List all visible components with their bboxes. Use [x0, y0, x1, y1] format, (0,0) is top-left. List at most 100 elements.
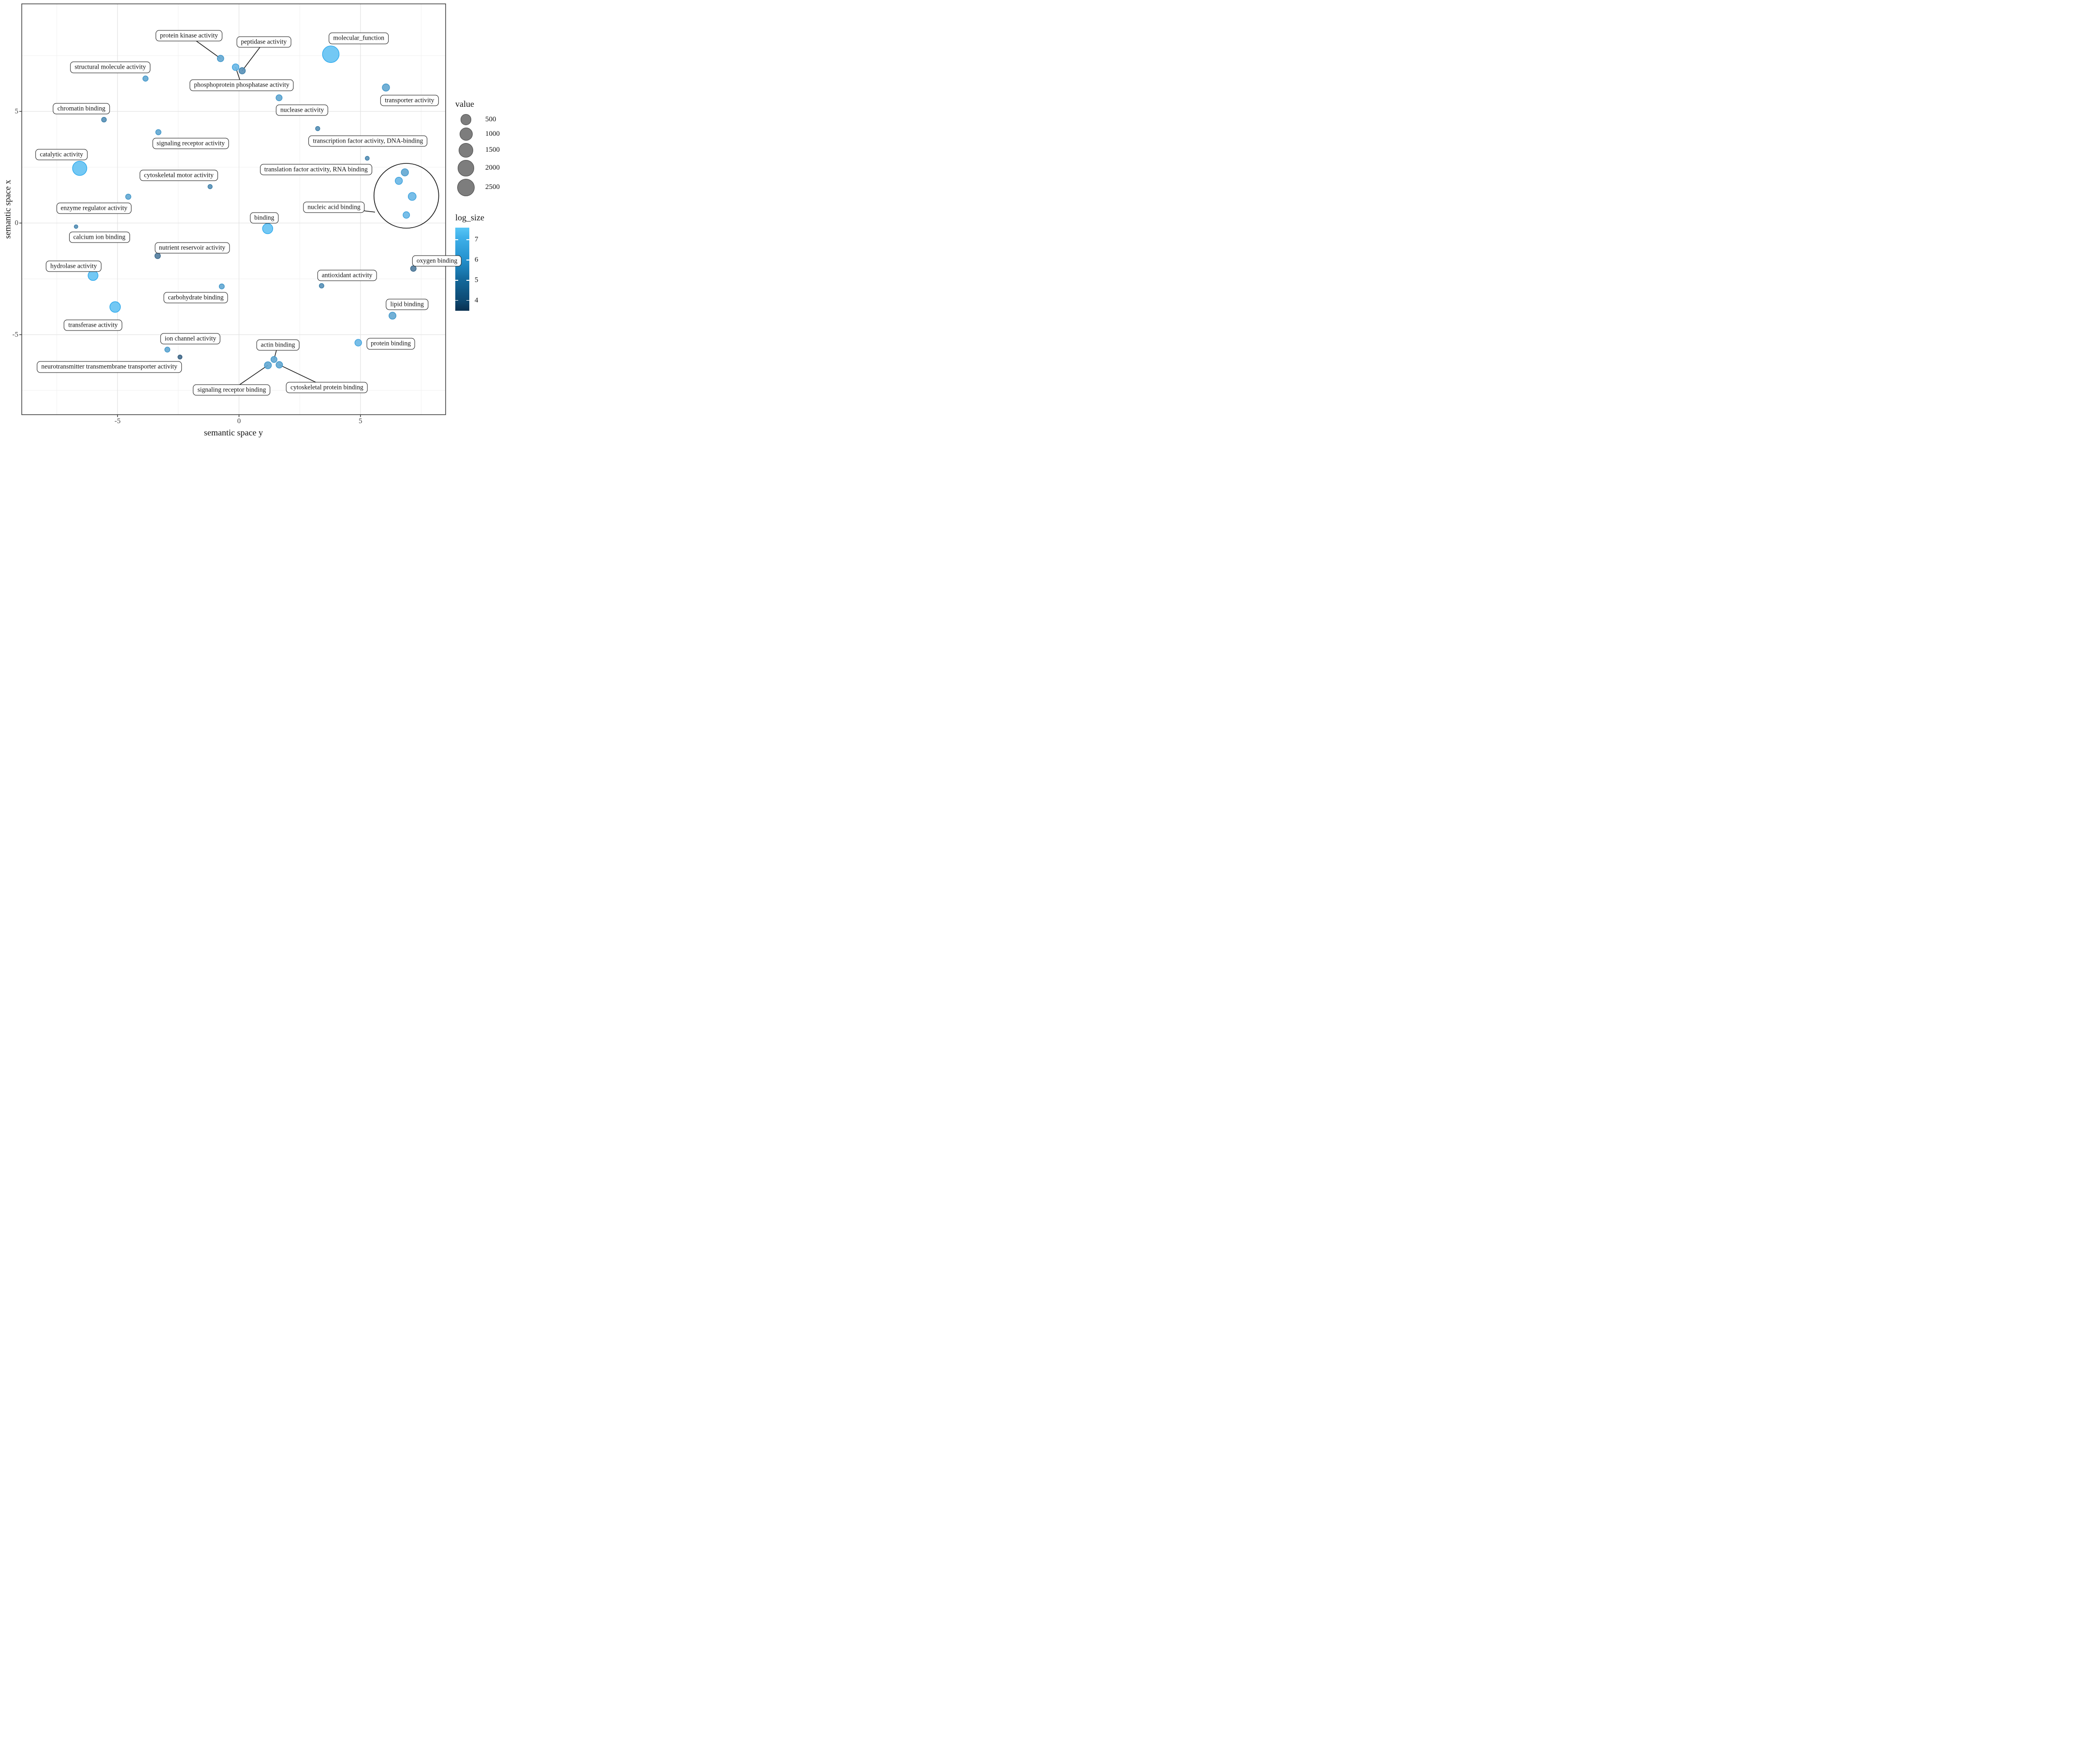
size-legend-value: 500 [485, 115, 496, 123]
point-label: transcription factor activity, DNA-bindi… [308, 135, 428, 147]
size-legend-circle [459, 127, 473, 141]
x-tick-label: 0 [237, 417, 241, 425]
size-legend-value: 1500 [485, 146, 500, 154]
data-point [410, 265, 417, 272]
size-legend-entry: 1000 [455, 127, 521, 141]
point-label: nucleic acid binding [303, 202, 365, 213]
data-point [264, 361, 272, 369]
colorbar-tick-label: 7 [475, 235, 478, 244]
point-label: signaling receptor activity [152, 138, 229, 149]
cluster-outline-circle [373, 163, 439, 229]
point-label: structural molecule activity [70, 61, 151, 73]
point-label: peptidase activity [236, 36, 291, 48]
size-legend-entry: 2500 [455, 178, 521, 196]
data-point [389, 312, 397, 320]
data-point [177, 354, 183, 360]
size-legend-value: 2000 [485, 164, 500, 172]
colorbar-tick [466, 300, 469, 301]
point-label: transporter activity [380, 95, 439, 106]
size-legend-value: 1000 [485, 130, 500, 138]
y-axis-title: semantic space x [2, 180, 13, 239]
colorbar-tick [455, 280, 458, 281]
point-label: oxygen binding [412, 255, 462, 267]
size-legend: 500 1000 1500 2000 2500 [455, 114, 521, 196]
data-point [164, 347, 171, 353]
data-point [101, 116, 107, 123]
colorbar-tick [455, 300, 458, 301]
data-point [382, 83, 390, 92]
size-legend-circle [458, 143, 474, 158]
data-point [354, 339, 362, 347]
data-point [270, 356, 277, 363]
data-point [407, 192, 417, 201]
data-point [217, 55, 224, 62]
revigo-bubble-chart: -5 0 5 5 0 -5 semantic space y semantic spac… [0, 0, 522, 441]
data-point [275, 361, 283, 369]
point-label: lipid binding [386, 299, 428, 310]
colorbar-tick-label: 4 [475, 296, 478, 304]
data-point [401, 168, 409, 176]
data-point [394, 177, 403, 185]
data-point [142, 75, 149, 82]
data-point [154, 252, 161, 259]
data-point [364, 156, 370, 161]
point-label: neurotransmitter transmembrane transport… [37, 361, 182, 373]
panel-border [21, 3, 446, 415]
size-legend-entry: 500 [455, 114, 521, 125]
data-point [125, 193, 131, 200]
data-point [109, 301, 121, 313]
data-point [403, 211, 410, 219]
log-size-colorbar: 7 6 5 4 [455, 227, 478, 311]
y-tick-label: 0 [14, 219, 19, 227]
x-tick-label: 5 [359, 417, 362, 425]
point-label: carbohydrate binding [163, 292, 228, 304]
data-point [155, 129, 161, 135]
size-legend-circle [457, 178, 475, 196]
data-point [232, 63, 240, 71]
data-point [319, 283, 324, 289]
color-legend-title: log_size [455, 212, 484, 222]
point-label: signaling receptor binding [193, 384, 271, 396]
colorbar-tick [466, 239, 469, 240]
y-tick-label: -5 [12, 331, 19, 338]
size-legend-value: 2500 [485, 183, 500, 191]
point-label: cytoskeletal protein binding [286, 382, 368, 393]
colorbar-tick-label: 6 [475, 256, 478, 264]
color-legend: log_size 7 6 5 4 [455, 213, 521, 311]
point-label: protein binding [366, 338, 415, 350]
y-tick-label: 5 [14, 107, 19, 115]
data-point [322, 45, 340, 63]
point-label: actin binding [256, 339, 300, 351]
point-label: hydrolase activity [46, 260, 101, 272]
data-point [315, 126, 320, 131]
point-label: calcium ion binding [69, 231, 130, 243]
point-label: protein kinase activity [156, 30, 222, 42]
data-point [207, 184, 213, 189]
size-legend-circle [460, 114, 472, 125]
point-label: chromatin binding [53, 103, 110, 115]
point-label: binding [250, 212, 279, 224]
point-label: transferase activity [64, 319, 122, 331]
size-legend-circle [458, 160, 474, 176]
point-label: cytoskeletal motor activity [139, 170, 218, 181]
x-axis-title: semantic space y [204, 428, 263, 437]
point-label: antioxidant activity [317, 270, 377, 281]
colorbar-tick-label: 5 [475, 276, 478, 284]
data-point [87, 270, 99, 281]
point-label: catalytic activity [35, 149, 87, 160]
point-label: enzyme regulator activity [56, 202, 132, 214]
size-legend-entry: 2000 [455, 160, 521, 176]
size-legend-entry: 1500 [455, 143, 521, 158]
x-tick-label: -5 [115, 417, 121, 425]
data-point [275, 94, 283, 101]
point-label: nuclease activity [275, 104, 329, 116]
point-label: molecular_function [329, 32, 389, 44]
colorbar-tick [455, 239, 458, 240]
point-label: nutrient reservoir activity [154, 242, 230, 254]
data-point [262, 223, 274, 234]
point-label: phosphoprotein phosphatase activity [189, 79, 294, 91]
point-label: ion channel activity [160, 333, 221, 345]
point-label: translation factor activity, RNA binding [260, 164, 372, 175]
data-point [218, 283, 225, 289]
